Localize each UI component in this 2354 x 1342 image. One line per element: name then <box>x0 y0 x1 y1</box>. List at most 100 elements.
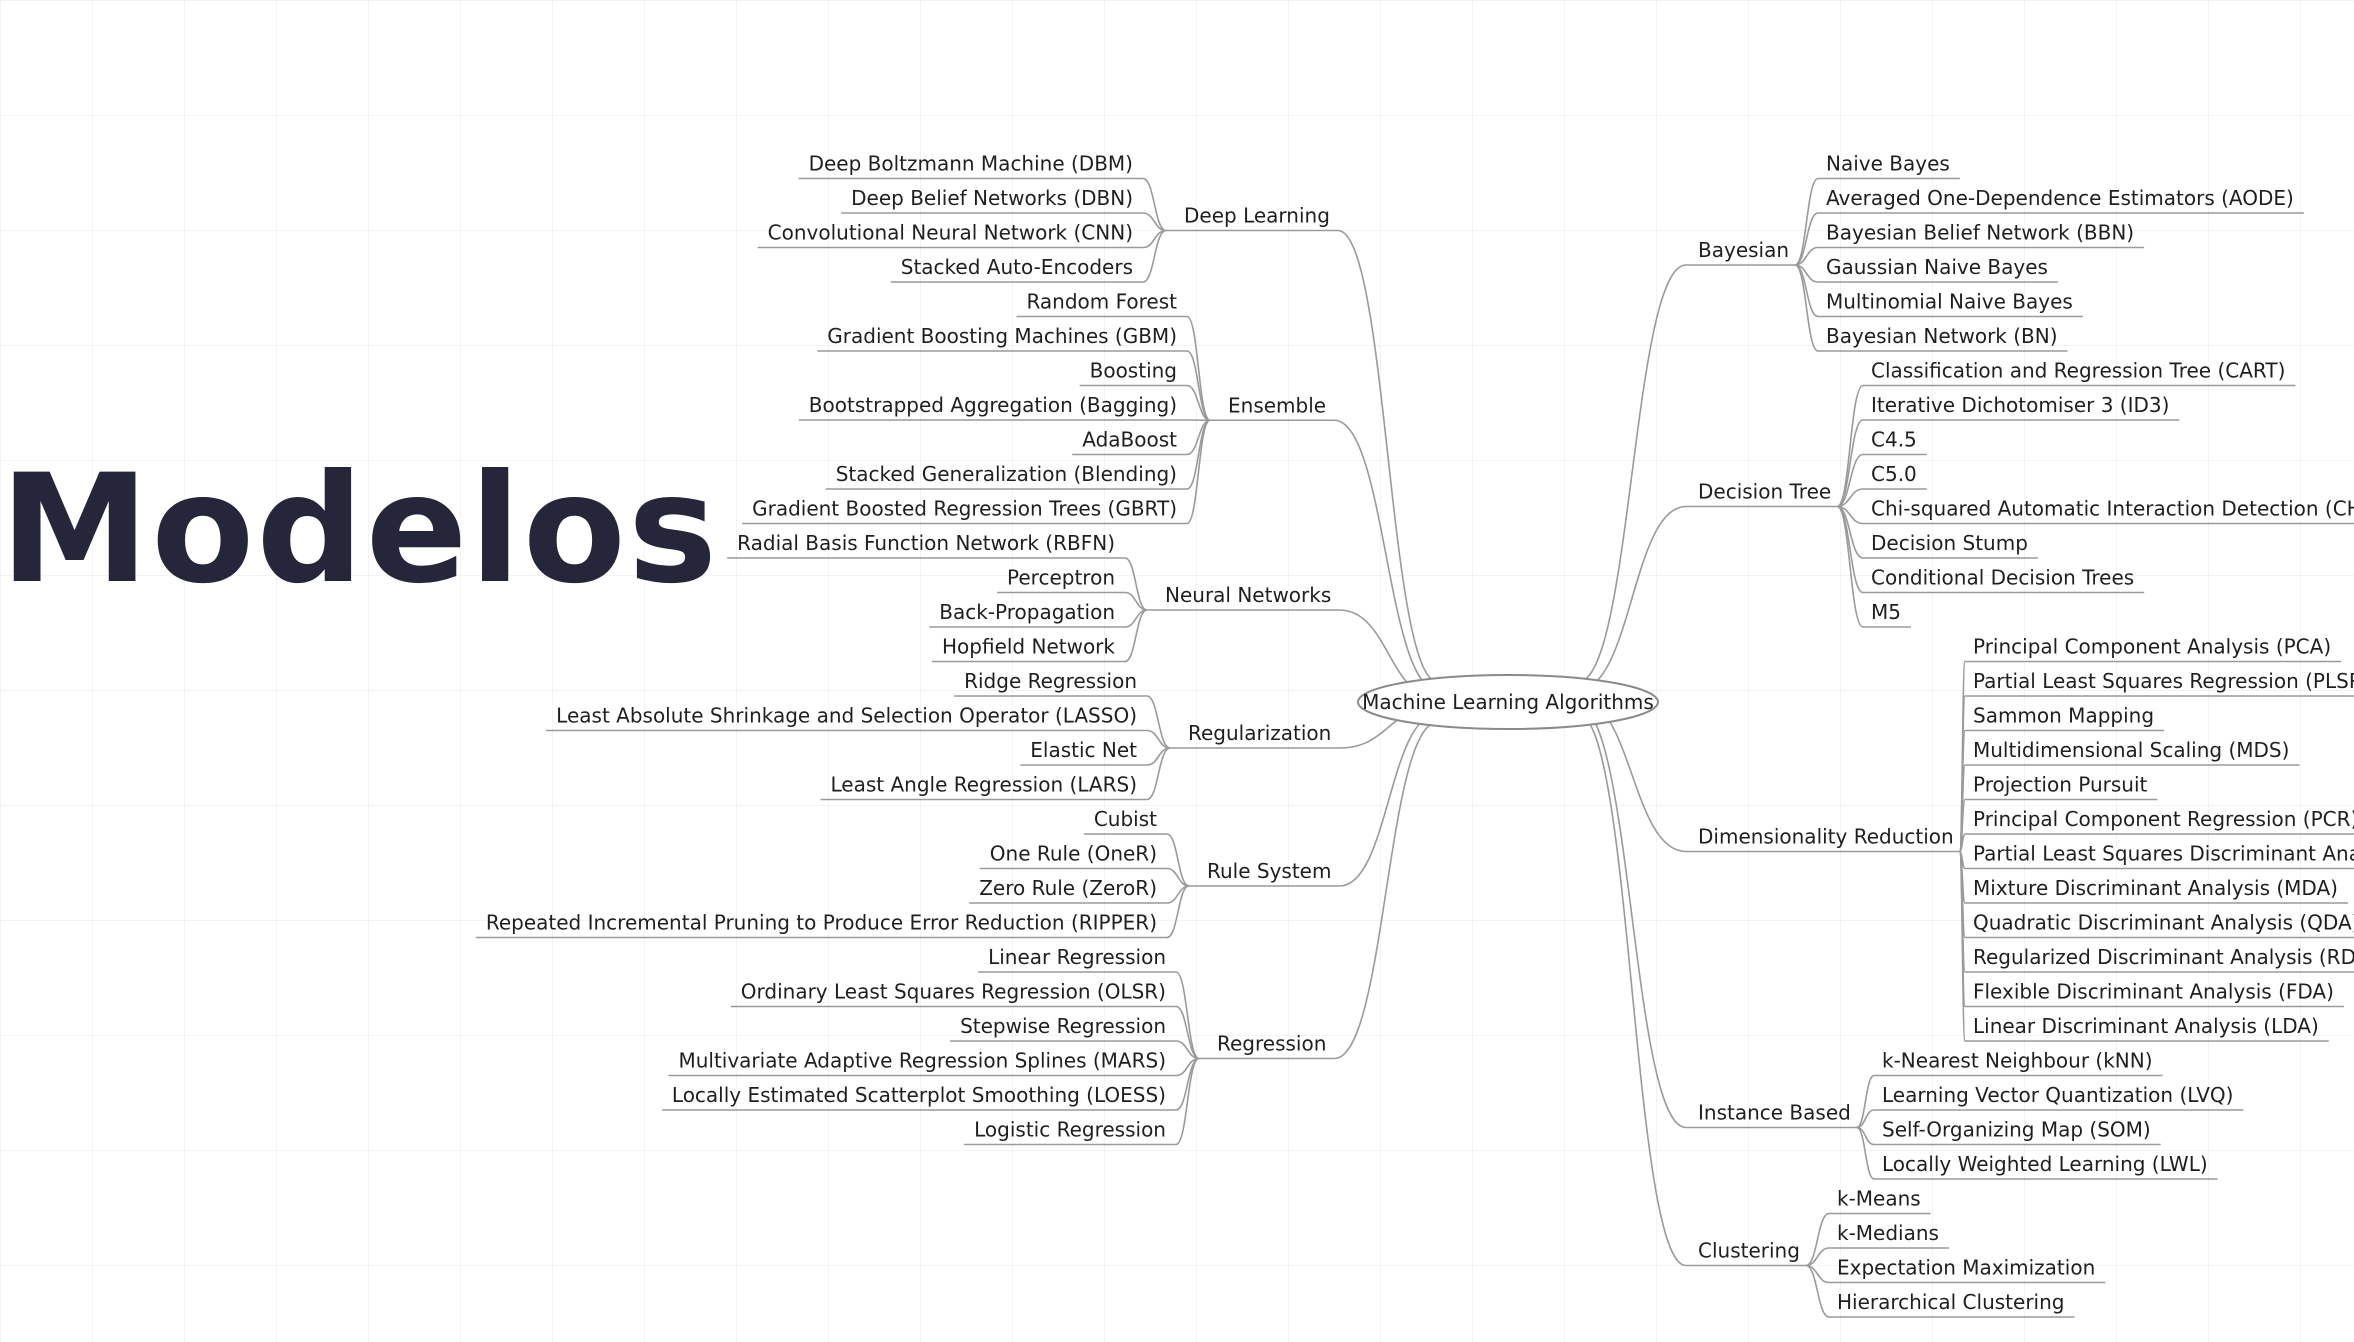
leaf-self-organizing-map-som: Self-Organizing Map (SOM) <box>1882 1118 2151 1142</box>
link-center-bayesian <box>1577 264 1687 683</box>
leaf-back-propagation: Back-Propagation <box>939 600 1115 624</box>
page-title: Modelos <box>0 443 720 617</box>
leaf-linear-regression: Linear Regression <box>988 945 1166 969</box>
leaf-stacked-generalization-blending: Stacked Generalization (Blending) <box>836 462 1177 486</box>
link-hopfield-network <box>1124 609 1148 663</box>
link-stacked-auto-encoders <box>1142 229 1167 283</box>
leaf-radial-basis-function-network-rbfn: Radial Basis Function Network (RBFN) <box>737 531 1115 555</box>
leaf-iterative-dichotomiser-3-id3: Iterative Dichotomiser 3 (ID3) <box>1871 393 2169 417</box>
center-node <box>1357 674 1659 730</box>
link-c4-5 <box>1836 453 1864 508</box>
link-bayesian-network-bn <box>1794 264 1819 352</box>
link-linear-discriminant-analysis-lda <box>1958 850 1966 1042</box>
leaf-ordinary-least-squares-regression-olsr: Ordinary Least Squares Regression (OLSR) <box>741 980 1166 1004</box>
link-random-forest <box>1186 315 1211 422</box>
link-center-deep-learning <box>1337 229 1439 683</box>
link-k-means <box>1805 1212 1830 1267</box>
link-ridge-regression <box>1146 695 1171 749</box>
link-gradient-boosted-regression-trees-gbrt <box>1186 419 1211 525</box>
link-center-regression <box>1334 721 1439 1060</box>
leaf-linear-discriminant-analysis-lda: Linear Discriminant Analysis (LDA) <box>1973 1014 2319 1038</box>
branch-neural-networks: Neural Networks <box>1165 583 1331 607</box>
leaf-bayesian-network-bn: Bayesian Network (BN) <box>1826 324 2058 348</box>
leaf-bayesian-belief-network-bbn: Bayesian Belief Network (BBN) <box>1826 221 2134 245</box>
link-ordinary-least-squares-regression-olsr <box>1175 1005 1200 1060</box>
leaf-c5-0: C5.0 <box>1871 462 1917 486</box>
leaf-quadratic-discriminant-analysis-qda: Quadratic Discriminant Analysis (QDA) <box>1973 911 2354 935</box>
leaf-gradient-boosted-regression-trees-gbrt: Gradient Boosted Regression Trees (GBRT) <box>752 497 1177 521</box>
link-classification-and-regression-tree-cart <box>1836 384 1864 508</box>
leaf-m5: M5 <box>1871 600 1901 624</box>
leaf-stepwise-regression: Stepwise Regression <box>960 1014 1166 1038</box>
leaf-partial-least-squares-discriminant-analy: Partial Least Squares Discriminant Analy… <box>1973 842 2354 866</box>
links-layer <box>475 177 2354 1318</box>
leaf-chi-squared-automatic-interaction-detect: Chi-squared Automatic Interaction Detect… <box>1871 497 2354 521</box>
branch-rule-system: Rule System <box>1207 859 1331 883</box>
branch-regularization: Regularization <box>1188 721 1331 745</box>
link-boosting <box>1186 384 1211 422</box>
leaf-logistic-regression: Logistic Regression <box>974 1118 1166 1142</box>
link-iterative-dichotomiser-3-id3 <box>1836 419 1864 508</box>
leaf-locally-estimated-scatterplot-smoothing-: Locally Estimated Scatterplot Smoothing … <box>672 1083 1166 1107</box>
leaf-elastic-net: Elastic Net <box>1030 738 1137 762</box>
leaf-gaussian-naive-bayes: Gaussian Naive Bayes <box>1826 255 2048 279</box>
link-center-clustering <box>1577 713 1687 1267</box>
leaf-hierarchical-clustering: Hierarchical Clustering <box>1837 1290 2064 1314</box>
nodes-layer: Machine Learning Algorithms Deep Learning… <box>486 152 2354 1315</box>
leaf-regularized-discriminant-analysis-rda: Regularized Discriminant Analysis (RDA) <box>1973 945 2354 969</box>
leaf-principal-component-regression-pcr: Principal Component Regression (PCR) <box>1973 807 2354 831</box>
leaf-k-means: k-Means <box>1837 1187 1921 1211</box>
branch-decision-tree: Decision Tree <box>1698 480 1831 504</box>
leaf-perceptron: Perceptron <box>1007 566 1115 590</box>
link-k-nearest-neighbour-knn <box>1856 1074 1875 1129</box>
branch-instance-based: Instance Based <box>1698 1101 1851 1125</box>
link-m5 <box>1836 505 1864 628</box>
leaf-c4-5: C4.5 <box>1871 428 1917 452</box>
leaf-partial-least-squares-regression-plsr: Partial Least Squares Regression (PLSR <box>1973 669 2354 693</box>
leaf-repeated-incremental-pruning-to-produce-: Repeated Incremental Pruning to Produce … <box>486 911 1157 935</box>
link-conditional-decision-trees <box>1836 505 1864 594</box>
leaf-multidimensional-scaling-mds: Multidimensional Scaling (MDS) <box>1973 738 2289 762</box>
leaf-flexible-discriminant-analysis-fda: Flexible Discriminant Analysis (FDA) <box>1973 980 2334 1004</box>
leaf-least-angle-regression-lars: Least Angle Regression (LARS) <box>831 773 1137 797</box>
leaf-projection-pursuit: Projection Pursuit <box>1973 773 2148 797</box>
leaf-deep-belief-networks-dbn: Deep Belief Networks (DBN) <box>851 186 1133 210</box>
center-label: Machine Learning Algorithms <box>1362 690 1654 714</box>
leaf-gradient-boosting-machines-gbm: Gradient Boosting Machines (GBM) <box>827 324 1177 348</box>
link-deep-boltzmann-machine-dbm <box>1142 177 1167 232</box>
link-repeated-incremental-pruning-to-produce- <box>1166 885 1190 939</box>
link-cubist <box>1166 833 1190 887</box>
leaf-convolutional-neural-network-cnn: Convolutional Neural Network (CNN) <box>768 221 1133 245</box>
leaf-boosting: Boosting <box>1090 359 1177 383</box>
link-least-angle-regression-lars <box>1146 747 1171 801</box>
link-hierarchical-clustering <box>1805 1264 1830 1318</box>
leaf-zero-rule-zeror: Zero Rule (ZeroR) <box>979 876 1157 900</box>
leaf-adaboost: AdaBoost <box>1082 428 1177 452</box>
link-center-ensemble <box>1334 419 1439 691</box>
leaf-locally-weighted-learning-lwl: Locally Weighted Learning (LWL) <box>1882 1152 2208 1176</box>
leaf-naive-bayes: Naive Bayes <box>1826 152 1950 176</box>
leaf-cubist: Cubist <box>1094 807 1157 831</box>
leaf-k-nearest-neighbour-knn: k-Nearest Neighbour (kNN) <box>1882 1049 2153 1073</box>
link-logistic-regression <box>1175 1057 1200 1146</box>
leaf-random-forest: Random Forest <box>1026 290 1177 314</box>
leaf-ridge-regression: Ridge Regression <box>964 669 1137 693</box>
branch-clustering: Clustering <box>1698 1239 1800 1263</box>
leaf-one-rule-oner: One Rule (OneR) <box>990 842 1157 866</box>
leaf-mixture-discriminant-analysis-mda: Mixture Discriminant Analysis (MDA) <box>1973 876 2338 900</box>
link-radial-basis-function-network-rbfn <box>1124 557 1148 611</box>
leaf-averaged-one-dependence-estimators-aode: Averaged One-Dependence Estimators (AODE… <box>1826 186 2294 210</box>
branch-deep-learning: Deep Learning <box>1184 204 1330 228</box>
leaf-least-absolute-shrinkage-and-selection-o: Least Absolute Shrinkage and Selection O… <box>556 704 1137 728</box>
leaf-classification-and-regression-tree-cart: Classification and Regression Tree (CART… <box>1871 359 2285 383</box>
leaf-k-medians: k-Medians <box>1837 1221 1939 1245</box>
leaf-learning-vector-quantization-lvq: Learning Vector Quantization (LVQ) <box>1882 1083 2233 1107</box>
branch-bayesian: Bayesian <box>1698 238 1789 262</box>
link-locally-weighted-learning-lwl <box>1856 1126 1875 1180</box>
leaf-decision-stump: Decision Stump <box>1871 531 2028 555</box>
link-averaged-one-dependence-estimators-aode <box>1794 212 1819 266</box>
leaf-multivariate-adaptive-regression-splines: Multivariate Adaptive Regression Splines… <box>678 1049 1166 1073</box>
leaf-principal-component-analysis-pca: Principal Component Analysis (PCA) <box>1973 635 2331 659</box>
